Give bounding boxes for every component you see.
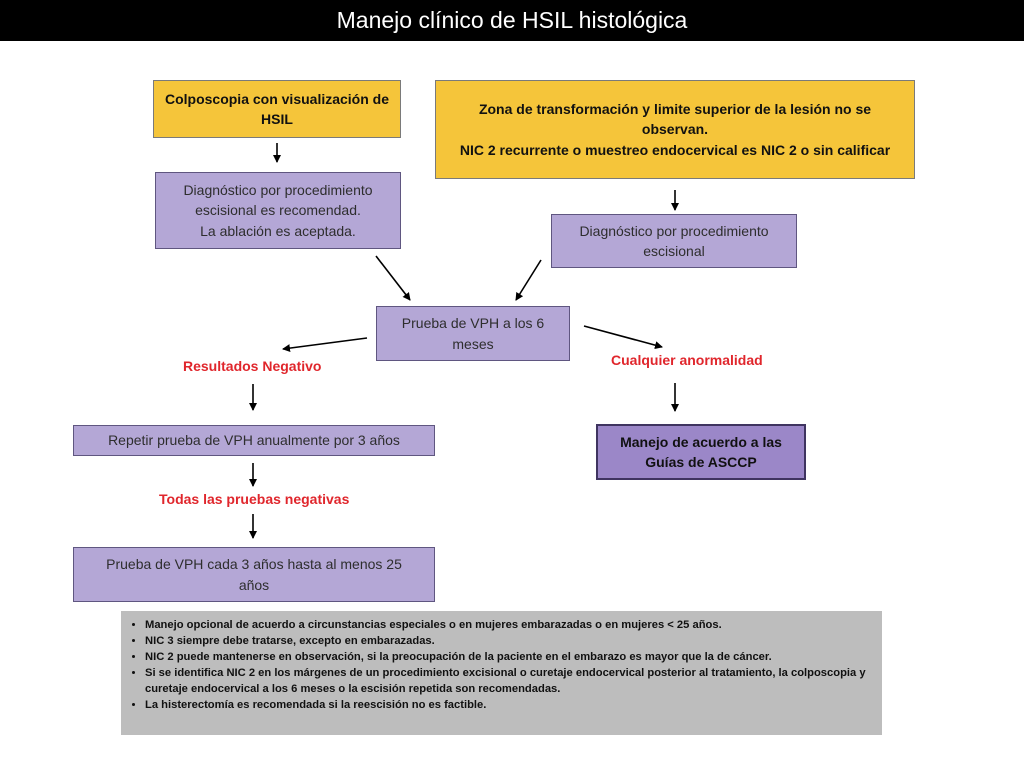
colposcopia-box: Colposcopia con visualización de HSIL <box>153 80 401 138</box>
arrow-diag-right-to-prueba <box>515 259 542 301</box>
resultados-negativo-label: Resultados Negativo <box>183 358 322 374</box>
page-title: Manejo clínico de HSIL histológica <box>0 0 1024 41</box>
note-item: NIC 2 puede mantenerse en observación, s… <box>145 649 872 665</box>
diagnostico-escisional-right-box: Diagnóstico por procedimiento escisional <box>551 214 797 268</box>
repetir-prueba-box: Repetir prueba de VPH anualmente por 3 a… <box>73 425 435 456</box>
arrow-prueba-to-negativo <box>282 337 368 353</box>
diagnostico-escisional-left-box: Diagnóstico por procedimiento escisional… <box>155 172 401 249</box>
cualquier-anormalidad-label: Cualquier anormalidad <box>611 352 763 368</box>
notes-panel: Manejo opcional de acuerdo a circunstanc… <box>121 611 882 735</box>
note-item: La histerectomía es recomendada si la re… <box>145 697 872 713</box>
note-item: NIC 3 siempre debe tratarse, excepto en … <box>145 633 872 649</box>
note-item: Si se identifica NIC 2 en los márgenes d… <box>145 665 872 697</box>
arrow-prueba-to-anormalidad <box>583 325 663 350</box>
arrow-diag-left-to-prueba <box>375 255 411 301</box>
prueba-vph-6-meses-box: Prueba de VPH a los 6 meses <box>376 306 570 361</box>
manejo-asccp-box: Manejo de acuerdo a las Guías de ASCCP <box>596 424 806 480</box>
note-item: Manejo opcional de acuerdo a circunstanc… <box>145 617 872 633</box>
todas-pruebas-negativas-label: Todas las pruebas negativas <box>159 491 350 507</box>
prueba-vph-cada-3-anos-box: Prueba de VPH cada 3 años hasta al menos… <box>73 547 435 602</box>
zona-transformacion-box: Zona de transformación y limite superior… <box>435 80 915 179</box>
notes-list: Manejo opcional de acuerdo a circunstanc… <box>131 617 872 713</box>
